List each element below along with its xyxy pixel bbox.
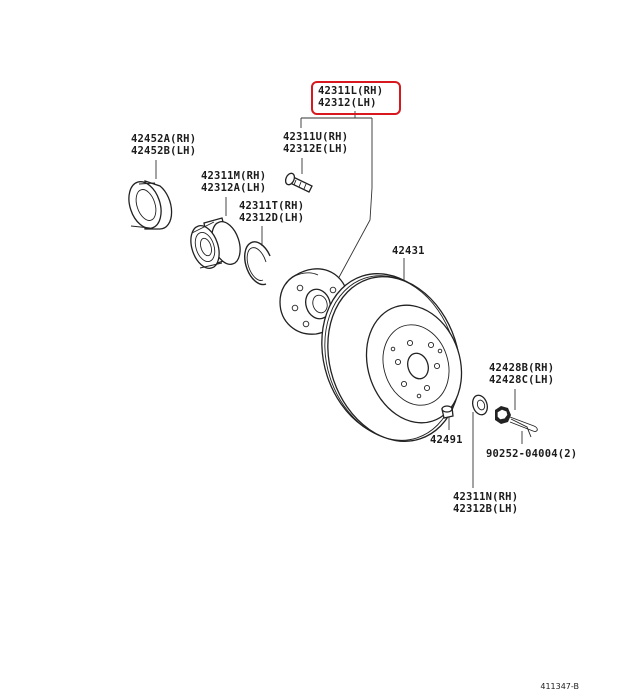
cotter-pin-part-number: 90252-04004(2) <box>486 448 578 460</box>
hub-bolt-part <box>284 172 313 193</box>
snapring-part-number-rh: 42311T(RH) <box>239 200 305 212</box>
bearing-part-number-lh: 42312A(LH) <box>201 182 267 194</box>
nut-part-number-lh: 42428C(LH) <box>489 374 555 386</box>
bolt-part-number-lh: 42312E(LH) <box>283 143 349 155</box>
nut-part-number-rh: 42428B(RH) <box>489 362 555 374</box>
bolt-part-number-rh: 42311U(RH) <box>283 131 349 143</box>
plug-part-number: 42491 <box>430 434 463 446</box>
brake-disc-part <box>321 273 463 442</box>
seal-part-number-lh: 42452B(LH) <box>131 145 197 157</box>
thrust-washer-part <box>472 394 488 416</box>
lock-nut-part <box>495 406 511 424</box>
hub-part-number-rh: 42311L(RH) <box>318 85 384 97</box>
seal-part-number-rh: 42452A(RH) <box>131 133 197 145</box>
highlighted-part-box <box>311 81 401 115</box>
snap-ring-part <box>244 241 271 286</box>
hub-bearing-part <box>190 217 241 269</box>
snapring-part-number-lh: 42312D(LH) <box>239 212 305 224</box>
oil-seal-part <box>128 180 173 230</box>
figure-reference-number: 411347-B <box>540 682 579 691</box>
washer-part-number-rh: 42311N(RH) <box>453 491 519 503</box>
hub-part-number-lh: 42312(LH) <box>318 97 377 109</box>
washer-part-number-lh: 42312B(LH) <box>453 503 519 515</box>
bearing-part-number-rh: 42311M(RH) <box>201 170 267 182</box>
hole-plug-part <box>441 405 454 419</box>
cotter-pin-part <box>509 416 538 438</box>
disc-part-number: 42431 <box>392 245 425 257</box>
